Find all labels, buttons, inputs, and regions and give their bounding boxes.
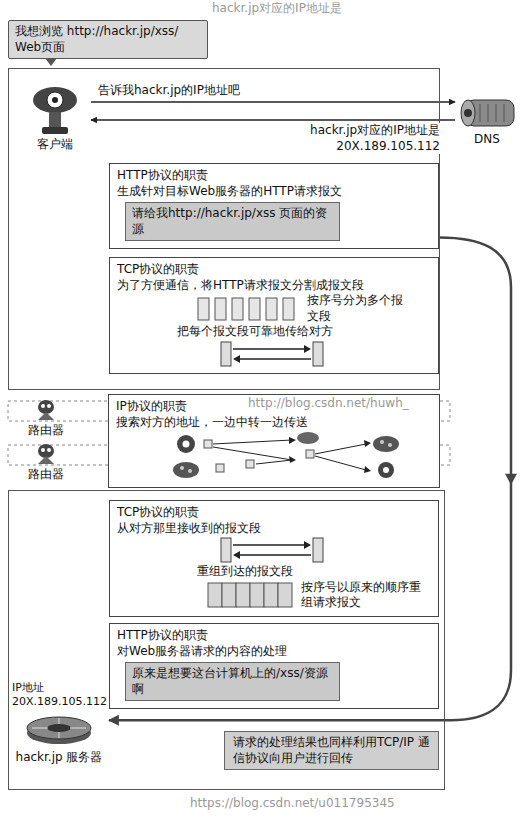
request-box: 原来是想要这台计算机上的/xss/资源啊 <box>125 662 340 701</box>
http-box: HTTP协议的职责对Web服务器请求的内容的处理原来是想要这台计算机上的/xss… <box>109 623 439 709</box>
icon-holder <box>207 582 293 608</box>
http-box: HTTP协议的职责生成针对目标Web服务器的HTTP请求报文请给我http://… <box>109 163 439 249</box>
node-text: HTTP协议的职责 <box>117 628 431 644</box>
node-text: 请给我http://hackr.jp/xss 页面的资源 <box>132 206 333 237</box>
flow-curve <box>109 237 511 720</box>
row-group: 按序号分为多个报文段 <box>117 293 431 324</box>
request-arrow <box>91 119 455 121</box>
node-text: 原来是想要这台计算机上的/xss/资源啊 <box>132 666 333 697</box>
node-text: HTTP协议的职责 <box>117 168 431 184</box>
icon-holder <box>217 340 431 368</box>
icon-holder <box>197 297 297 321</box>
node-text: 重组到达的报文段 <box>197 564 431 580</box>
cropped-heading: hackr.jp对应的IP地址是 <box>212 1 342 17</box>
router-label: 路由器 <box>28 423 64 439</box>
node-text: 搜索对方的地址，一边中转一边传送 <box>116 415 432 431</box>
ip-relay-illustration <box>116 430 426 482</box>
icon-holder <box>9 713 109 747</box>
dns-icon <box>456 92 518 132</box>
edge-label: hackr.jp对应的IP地址是 20X.189.105.112 <box>290 123 442 154</box>
icon-holder <box>455 92 519 132</box>
server-icon <box>24 713 94 747</box>
node-text: 生成针对目标Web服务器的HTTP请求报文 <box>117 184 431 200</box>
request-box: 请给我http://hackr.jp/xss 页面的资源 <box>125 202 340 241</box>
segment-blocks <box>197 297 297 321</box>
node-text: 客户端 <box>19 137 91 153</box>
edge-label: 告诉我hackr.jp的IP地址吧 <box>96 83 242 99</box>
row-group: 按序号以原来的顺序重组请求报文 <box>117 580 431 611</box>
client-figure: 客户端 <box>19 83 91 153</box>
tcp-box: TCP协议的职责从对方那里接收到的报文段重组到达的报文段按序号以原来的顺序重组请… <box>109 500 439 617</box>
segment-exchange <box>217 340 327 368</box>
node-text: 为了方便通信，将HTTP请求报文分割成报文段 <box>117 278 431 294</box>
router-label: 路由器 <box>28 467 64 483</box>
speech-bubble: 我想浏览 http://hackr.jp/xss/ Web页面 <box>8 20 208 59</box>
tcp-box: TCP协议的职责为了方便通信，将HTTP请求报文分割成报文段按序号分为多个报文段… <box>109 257 439 374</box>
note-box: 请求的处理结果也同样利用TCP/IP 通信协议向用户进行回传 <box>224 731 439 770</box>
node-text: 我想浏览 http://hackr.jp/xss/ Web页面 <box>15 24 201 55</box>
node-text: 按序号以原来的顺序重组请求报文 <box>301 580 421 611</box>
client-icon <box>25 83 85 137</box>
router-icon <box>38 400 54 420</box>
node-text: 请求的处理结果也同样利用TCP/IP 通信协议向用户进行回传 <box>233 735 430 766</box>
segment-exchange <box>217 536 327 564</box>
server-region: TCP协议的职责从对方那里接收到的报文段重组到达的报文段按序号以原来的顺序重组请… <box>8 490 445 790</box>
router-icon <box>38 444 54 464</box>
node-text: IP地址 20X.189.105.112 <box>9 681 109 710</box>
node-text: TCP协议的职责 <box>117 262 431 278</box>
reassembled-segments <box>207 582 293 608</box>
node-text: DNS <box>455 132 519 148</box>
node-text: 把每个报文段可靠地传给对方 <box>177 324 431 340</box>
node-text: 按序号分为多个报文段 <box>307 293 407 324</box>
node-text: hackr.jp 服务器 <box>9 750 109 766</box>
node-text: 对Web服务器请求的内容的处理 <box>117 644 431 660</box>
icon-holder <box>19 83 91 137</box>
dns-figure: DNS <box>455 92 519 148</box>
node-text: TCP协议的职责 <box>117 505 431 521</box>
node-text: 从对方那里接收到的报文段 <box>117 521 431 537</box>
icon-holder <box>217 536 431 564</box>
icon-holder <box>116 430 432 482</box>
request-arrow <box>91 101 455 103</box>
watermark: https://blog.csdn.net/u011795345 <box>190 796 395 812</box>
client-region: 客户端 HTTP协议的职责生成针对目标Web服务器的HTTP请求报文请给我http… <box>8 68 440 390</box>
watermark: http://blog.csdn.net/huwh_ <box>248 396 409 412</box>
server-figure: IP地址 20X.189.105.112 hackr.jp 服务器 <box>9 681 109 765</box>
